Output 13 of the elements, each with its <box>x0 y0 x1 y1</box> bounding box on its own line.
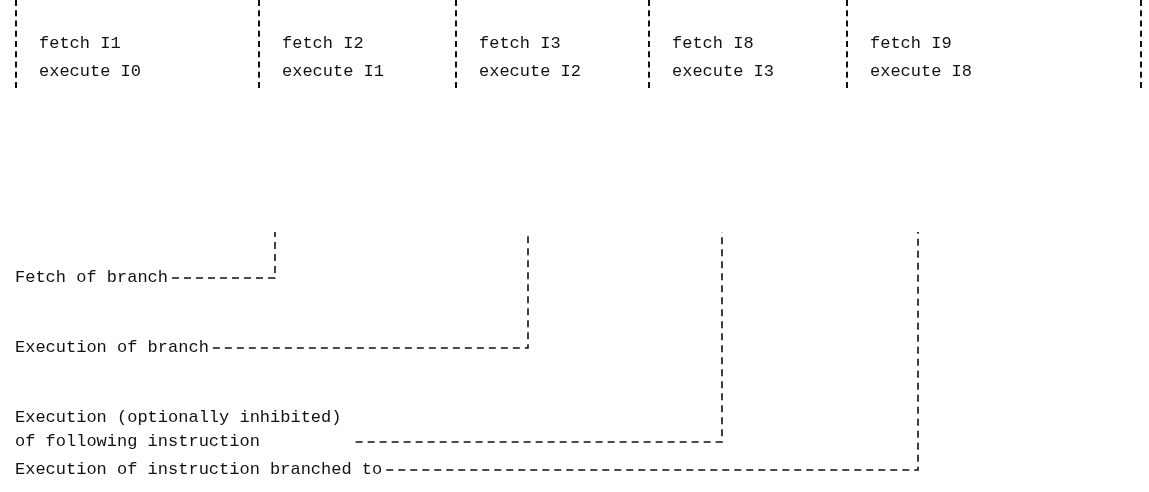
instruction-step-text: execute I2 <box>479 61 583 83</box>
leader-line <box>171 231 276 279</box>
instruction-step-text: execute I8 <box>870 61 974 83</box>
instruction-step-text: execute I3 <box>672 61 776 83</box>
instruction-step-text: execute I1 <box>282 61 386 83</box>
instruction-step-text: fetch I8 <box>672 33 755 55</box>
instruction-step-text: execute I0 <box>39 61 143 83</box>
instruction-step-text: fetch I2 <box>282 33 365 55</box>
leader-line <box>385 231 919 471</box>
instruction-step-text: fetch I3 <box>479 33 562 55</box>
instruction-step-text: fetch I9 <box>870 33 953 55</box>
instruction-step-text: fetch I1 <box>39 33 122 55</box>
pipeline-cycle-cell <box>846 0 1142 88</box>
